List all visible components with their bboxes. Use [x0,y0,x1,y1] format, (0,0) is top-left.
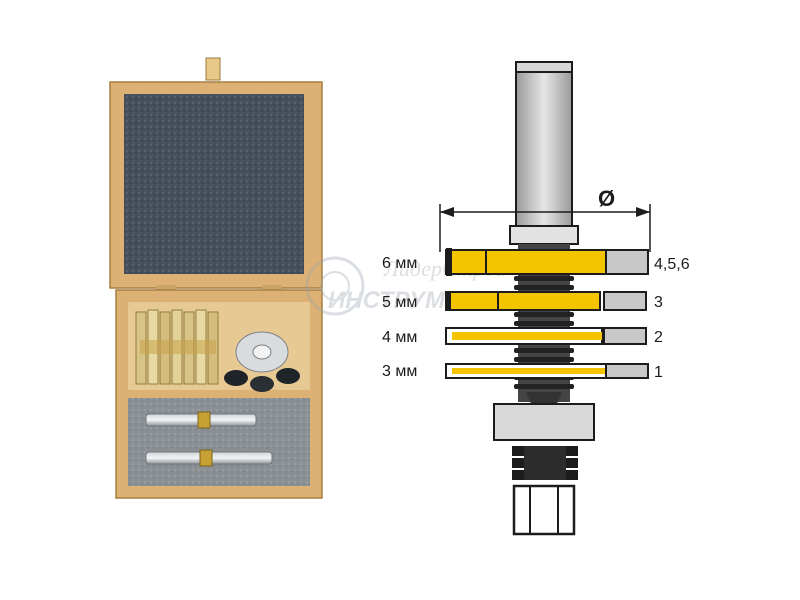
cutter-5mm-tip-right [603,291,647,311]
cutter-6mm-tip-right [605,249,649,275]
count-label-5mm: 3 [654,294,663,311]
router-bit-set-box [109,57,323,499]
shank-1 [145,411,257,429]
diameter-symbol: Ø [598,186,615,211]
thickness-label-4mm: 4 мм [382,329,417,346]
cutter-disc-stack [135,309,219,385]
cutter-4mm [445,327,647,345]
cutter-3mm [445,363,649,379]
hinge-left [156,285,176,291]
thickness-label-6mm: 6 мм [382,255,417,272]
cutter-5mm [445,291,647,311]
watermark-emblem [305,256,365,316]
shank-2 [145,449,273,467]
count-label-4mm: 2 [654,329,663,346]
washer-stack [512,446,578,480]
base-lower-foam [128,398,310,486]
count-label-3mm: 1 [654,364,663,381]
thickness-label-5mm: 5 мм [382,294,417,311]
thickness-label-3mm: 3 мм [382,363,417,380]
count-labels: 4,5,6 3 2 1 [654,256,690,381]
lid-foam [124,94,304,274]
thickness-labels: 6 мм 5 мм 4 мм 3 мм [382,255,417,380]
hinge-right [262,285,282,291]
hex-nut [512,484,576,536]
cutter-6mm [445,248,649,276]
box-latch [205,57,221,81]
bearing-set [224,331,300,392]
router-bit-diagram: Ø 6 мм 5 мм 4 мм 3 мм 4,5,6 3 2 1 [382,61,690,536]
guide-bearing [493,403,595,441]
bit-shank [515,61,573,231]
bit-collar [509,225,579,245]
count-label-6mm: 4,5,6 [654,256,690,273]
cutter-3mm-tip-right [605,363,649,379]
diameter-dimension: Ø [439,186,651,252]
cutter-4mm-tip-right [603,327,647,345]
